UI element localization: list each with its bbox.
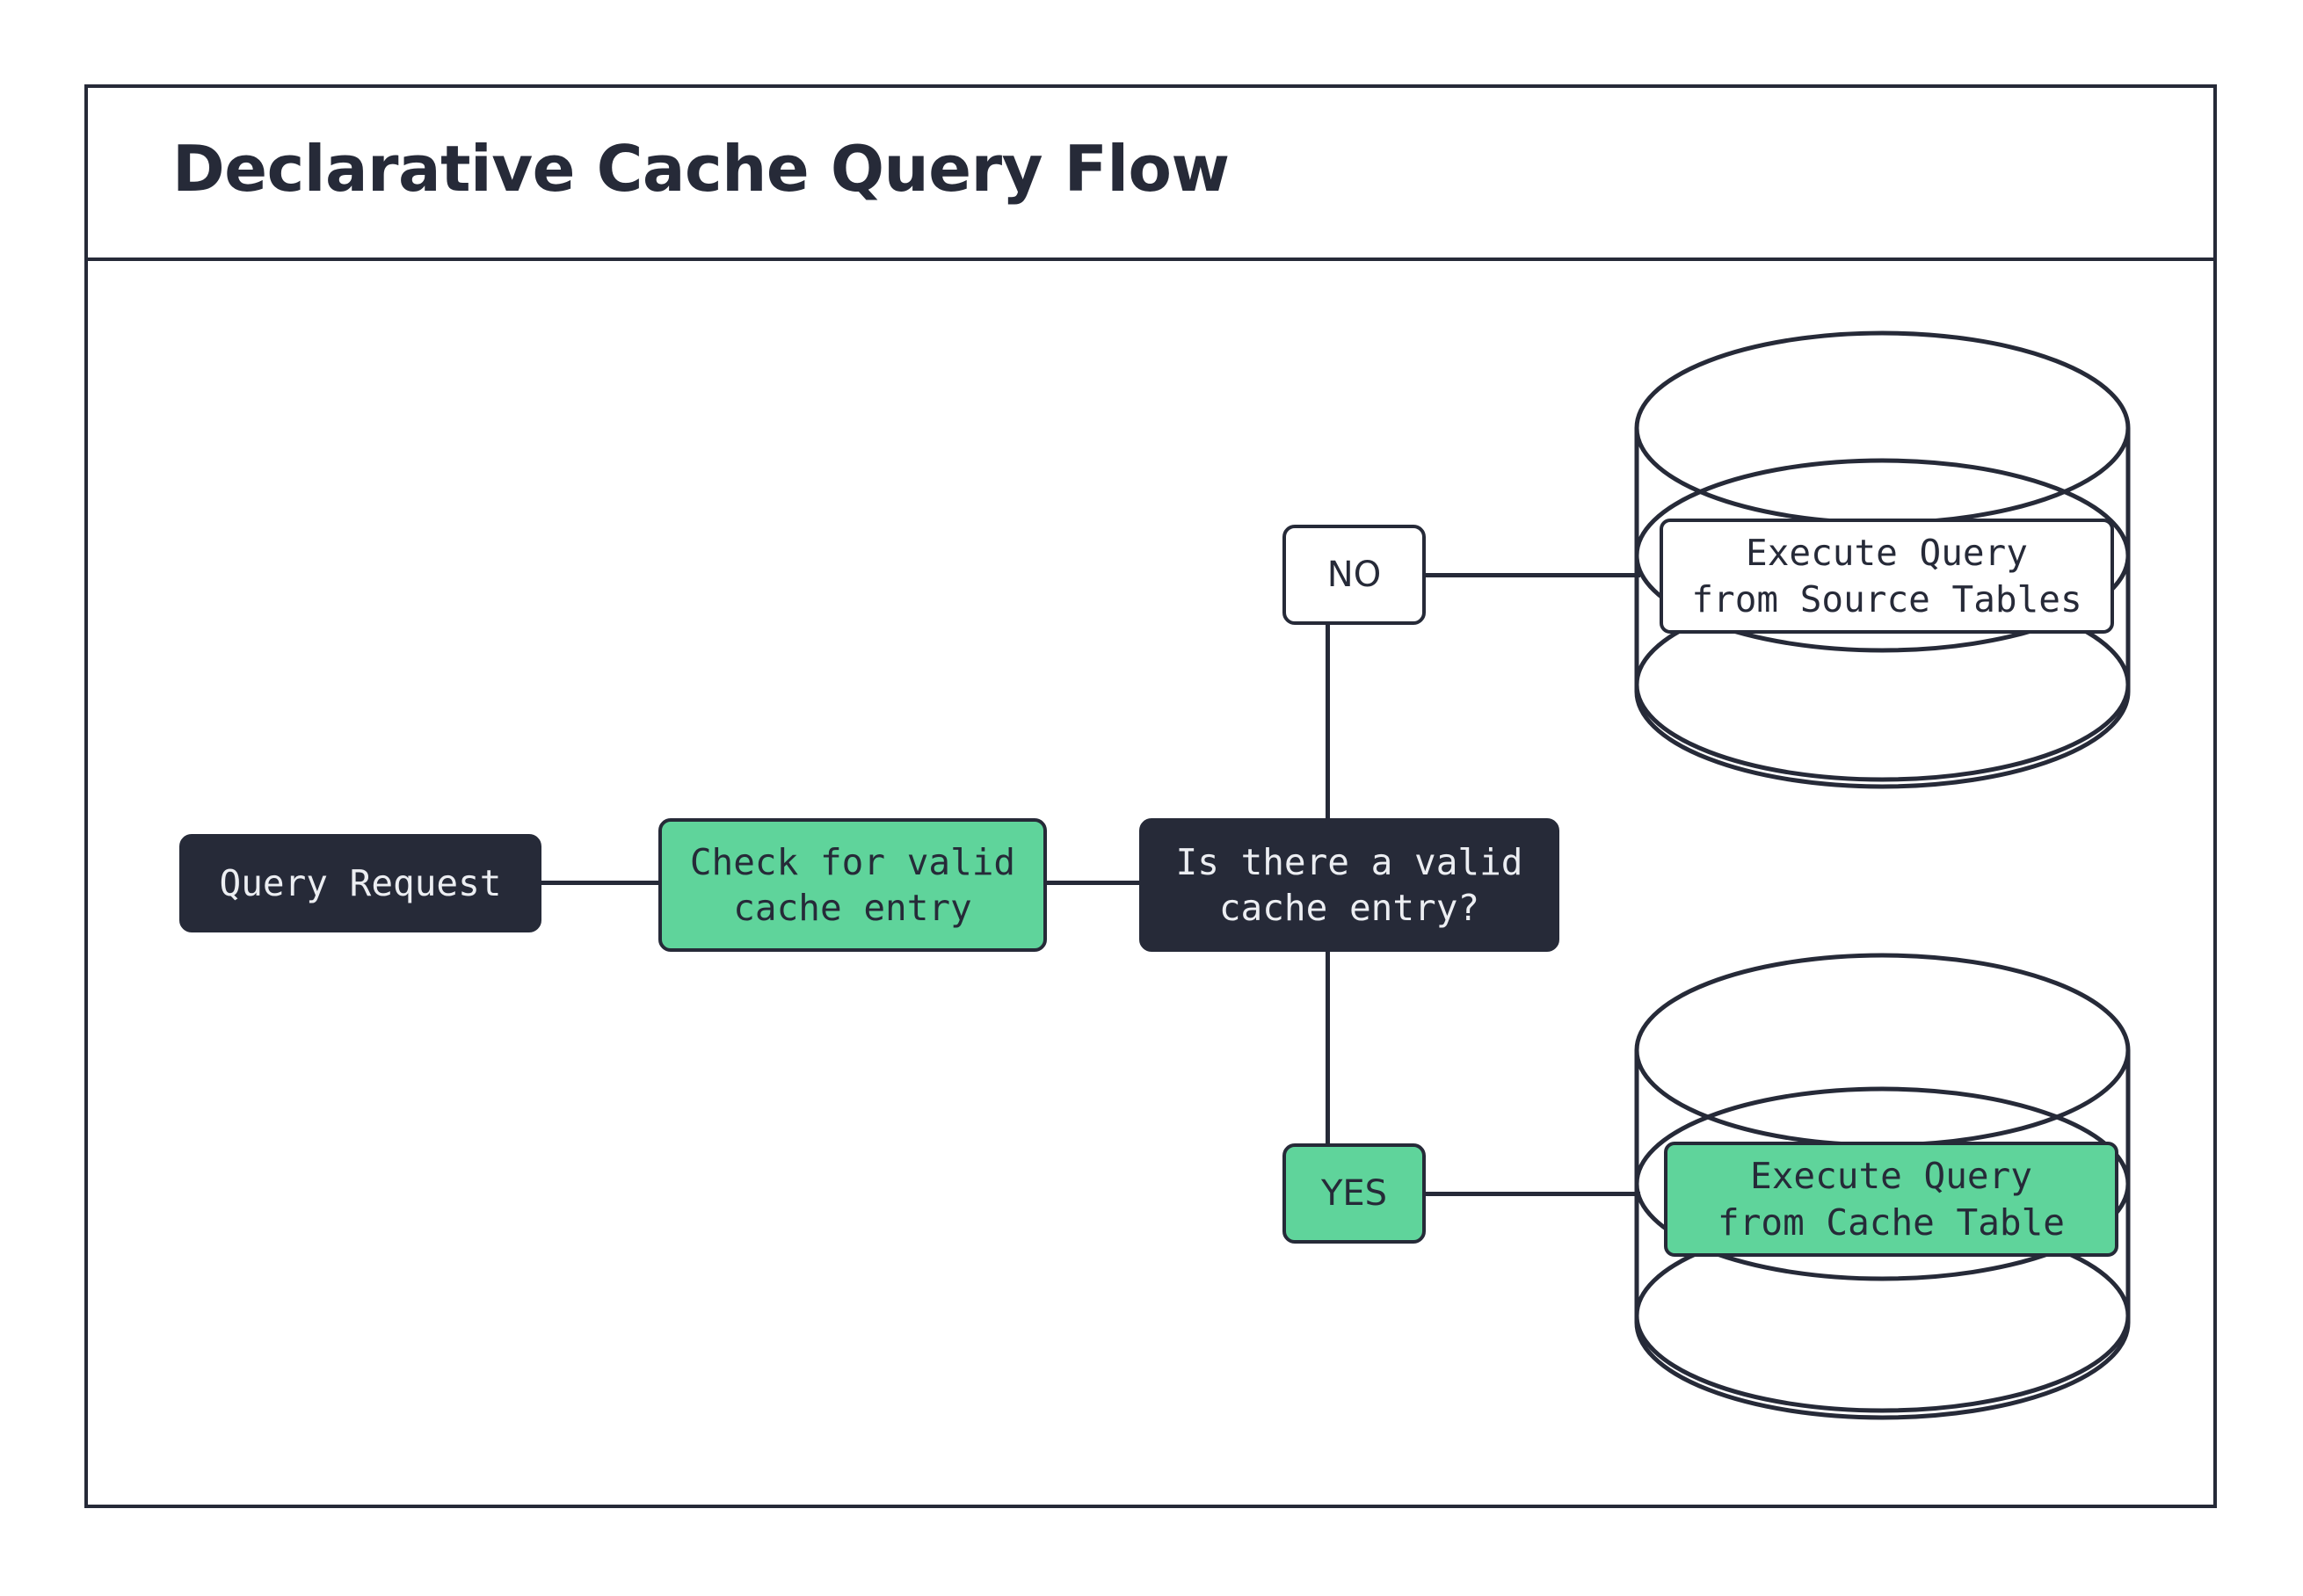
node-decision-valid-cache-entry[interactable]: Is there a valid cache entry?	[1139, 818, 1559, 952]
edge-decision-to-yes-label	[1326, 952, 1330, 1143]
diagram-canvas: Query Request Check for valid cache entr…	[88, 261, 2213, 1508]
diagram-title-bar: Declarative Cache Query Flow	[88, 88, 2213, 261]
node-execute-query-from-source-tables[interactable]: Execute Query from Source Tables	[1660, 519, 2114, 634]
edge-label-yes[interactable]: YES	[1282, 1143, 1426, 1244]
node-query-request[interactable]: Query Request	[179, 834, 541, 932]
edge-yes-to-cache-table	[1426, 1192, 1640, 1196]
edge-label-no[interactable]: NO	[1282, 525, 1426, 625]
edge-decision-to-no-label	[1326, 625, 1330, 818]
node-check-for-valid-cache-entry[interactable]: Check for valid cache entry	[658, 818, 1047, 952]
diagram-frame: Declarative Cache Query Flow	[84, 84, 2217, 1508]
node-execute-query-from-cache-table[interactable]: Execute Query from Cache Table	[1664, 1142, 2118, 1257]
edge-query-request-to-check-cache	[541, 881, 658, 885]
edge-no-to-source-tables	[1426, 573, 1640, 577]
page-title: Declarative Cache Query Flow	[172, 132, 1230, 206]
edge-check-cache-to-decision	[1047, 881, 1139, 885]
